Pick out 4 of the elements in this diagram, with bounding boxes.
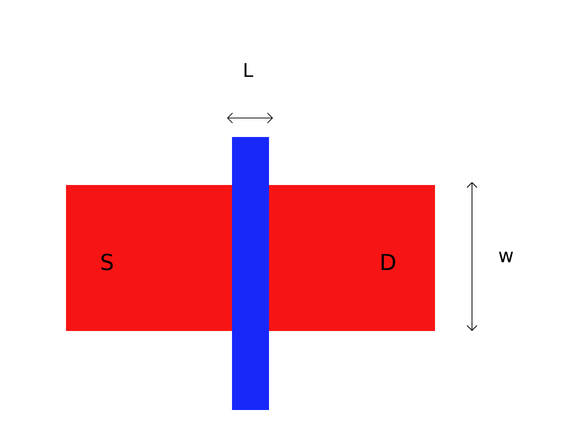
dimension-label: w	[499, 252, 513, 262]
gate-bar	[232, 137, 269, 410]
diffusion-region: S D	[66, 185, 435, 331]
dimension-label: L	[244, 63, 254, 77]
